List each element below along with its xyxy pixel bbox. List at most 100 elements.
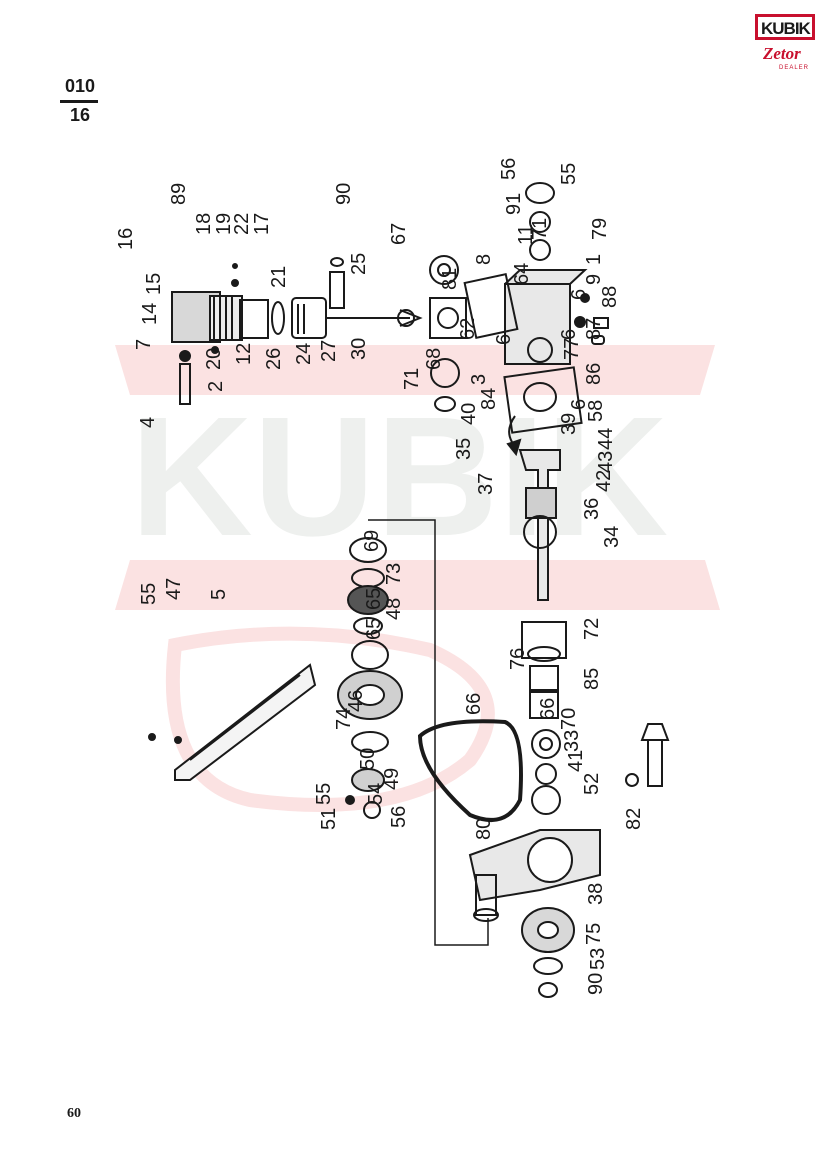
callout-15: 15 — [143, 273, 165, 295]
main-shaft — [518, 449, 561, 601]
callout-53: 53 — [587, 948, 609, 970]
callout-12: 12 — [233, 343, 255, 365]
bearing-48 — [347, 585, 389, 615]
callout-68: 68 — [423, 348, 445, 370]
callout-47: 47 — [163, 578, 185, 600]
callout-50: 50 — [357, 748, 379, 770]
callout-72: 72 — [581, 618, 603, 640]
callout-73: 73 — [383, 563, 405, 585]
callout-34: 34 — [601, 526, 623, 548]
callout-70: 70 — [558, 708, 580, 730]
ring-69 — [349, 537, 387, 563]
callout-56: 56 — [388, 806, 410, 828]
callout-85: 85 — [581, 668, 603, 690]
callout-62: 62 — [457, 318, 479, 340]
valve-pin — [179, 363, 191, 405]
bracket-47 — [174, 663, 317, 781]
callout-18: 18 — [193, 213, 215, 235]
gasket-plate — [463, 273, 519, 339]
callout-77: 77 — [561, 338, 583, 360]
cap-50 — [351, 768, 385, 792]
wrist-pin — [329, 271, 345, 309]
callout-21: 21 — [268, 266, 290, 288]
cylinder — [239, 299, 269, 339]
callout-66: 66 — [537, 698, 559, 720]
callout-75: 75 — [583, 923, 605, 945]
logo-box: KUBIK — [755, 14, 815, 40]
callout-36: 36 — [581, 498, 603, 520]
callout-7: 7 — [133, 339, 155, 350]
figure-code-rule — [60, 100, 98, 103]
callout-14: 14 — [139, 303, 161, 325]
callout-38: 38 — [585, 883, 607, 905]
callout-71: 71 — [529, 218, 551, 240]
callout-37: 37 — [475, 473, 497, 495]
callout-49: 49 — [381, 768, 403, 790]
logo-tag: DEALER — [779, 65, 810, 71]
cover-55 — [525, 182, 555, 204]
callout-71: 71 — [401, 368, 423, 390]
callout-65: 65 — [363, 618, 385, 640]
callout-6: 6 — [568, 399, 590, 410]
callout-16: 16 — [115, 228, 137, 250]
callout-48: 48 — [383, 598, 405, 620]
callout-17: 17 — [251, 213, 273, 235]
callout-27: 27 — [318, 340, 340, 362]
bearing-72 — [531, 729, 561, 759]
callout-19: 19 — [213, 213, 235, 235]
callout-87: 87 — [583, 318, 605, 340]
callout-3: 3 — [468, 374, 490, 385]
flange-plate-86 — [503, 366, 583, 434]
callout-20: 20 — [203, 348, 225, 370]
callout-90: 90 — [585, 973, 607, 995]
bearing-housing-85 — [521, 621, 567, 659]
connecting-rod — [326, 309, 423, 327]
bearing-67 — [429, 255, 459, 285]
callout-64: 64 — [511, 263, 533, 285]
callout-9: 9 — [583, 274, 605, 285]
page-number: 60 — [67, 1106, 81, 1121]
callout-6: 6 — [493, 334, 515, 345]
callout-52: 52 — [581, 773, 603, 795]
figure-code-top: 010 — [64, 76, 96, 96]
callout-80: 80 — [473, 818, 495, 840]
callout-81: 81 — [439, 268, 461, 290]
kubik-zetor-logo: KUBIK Zetor DEALER — [755, 14, 817, 78]
callout-11: 11 — [515, 224, 537, 245]
callout-1: 1 — [583, 254, 605, 265]
callout-84: 84 — [478, 388, 500, 410]
spacer-76 — [529, 691, 559, 719]
cylinder-fins — [209, 295, 243, 341]
callout-74: 74 — [333, 708, 355, 730]
logo-brand: KUBIK — [761, 19, 811, 38]
callout-89: 89 — [168, 183, 190, 205]
callout-65: 65 — [363, 588, 385, 610]
callout-25: 25 — [348, 253, 370, 275]
callout-30: 30 — [348, 338, 370, 360]
callout-39: 39 — [558, 413, 580, 435]
callout-67: 67 — [388, 223, 410, 245]
gear-housing — [504, 269, 588, 365]
callout-5: 5 — [208, 589, 230, 600]
callout-54: 54 — [365, 783, 387, 805]
callout-51: 51 — [318, 808, 340, 830]
bolt-82 — [647, 739, 663, 787]
callout-55: 55 — [558, 163, 580, 185]
figure-code-bottom: 16 — [69, 105, 91, 125]
assembly-link-line — [368, 519, 489, 946]
callout-33: 33 — [561, 730, 583, 752]
callout-35: 35 — [453, 438, 475, 460]
callout-56: 56 — [498, 158, 520, 180]
callout-82: 82 — [623, 808, 645, 830]
bearing-68 — [430, 358, 460, 388]
callout-42: 42 — [593, 470, 615, 492]
callout-2: 2 — [205, 381, 227, 392]
callout-44: 44 — [595, 428, 617, 450]
callout-26: 26 — [263, 348, 285, 370]
callout-88: 88 — [599, 286, 621, 308]
callout-86: 86 — [583, 363, 605, 385]
callout-90: 90 — [333, 183, 355, 205]
callout-76: 76 — [507, 648, 529, 670]
